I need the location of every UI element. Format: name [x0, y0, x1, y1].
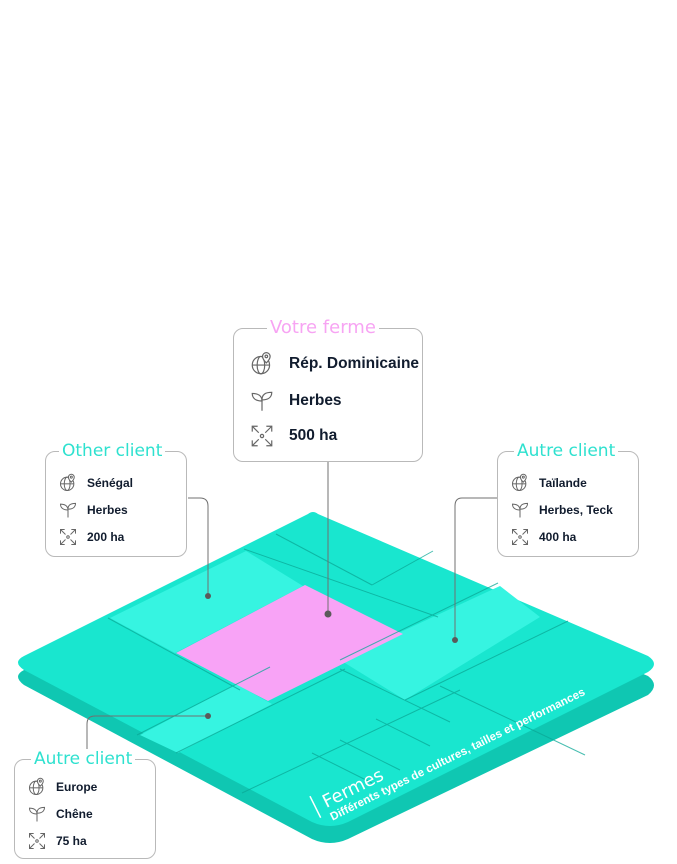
- expand-arrows-icon: [27, 831, 47, 851]
- card-area: 400 ha: [539, 530, 577, 544]
- field-bottom-left: [140, 684, 272, 753]
- card-location: Rép. Dominicaine: [289, 355, 420, 372]
- connectors: [86, 462, 497, 758]
- card-row-crop: Herbes: [58, 500, 128, 520]
- card-area: 200 ha: [87, 530, 125, 544]
- sprout-icon: [249, 388, 275, 414]
- card-row-area: 200 ha: [58, 527, 124, 547]
- expand-arrows-icon: [58, 527, 78, 547]
- card-other-client-right: Autre client Taïlande Herbes, Teck: [497, 441, 639, 557]
- card-row-crop: Herbes: [249, 388, 342, 414]
- card-location: Sénégal: [87, 476, 134, 490]
- card-row-area: 400 ha: [510, 527, 576, 547]
- field-your-farm: [176, 585, 403, 701]
- globe-pin-icon: [58, 473, 78, 493]
- card-other-client-bottom: Autre client Europe Chêne: [14, 749, 156, 859]
- connector-dots: [205, 593, 458, 719]
- card-other-client-left: Other client Sénégal Herbes: [45, 441, 187, 557]
- card-row-location: Europe: [27, 777, 97, 797]
- card-area: 75 ha: [56, 834, 87, 848]
- sprout-icon: [27, 804, 47, 824]
- card-row-location: Taïlande: [510, 473, 587, 493]
- sprout-icon: [58, 500, 78, 520]
- card-location: Europe: [56, 780, 98, 794]
- card-area: 500 ha: [289, 427, 338, 444]
- card-crop: Herbes: [289, 392, 342, 409]
- card-title: Autre client: [31, 749, 136, 769]
- card-row-crop: Herbes, Teck: [510, 500, 613, 520]
- card-title: Autre client: [514, 441, 619, 461]
- sprout-icon: [510, 500, 530, 520]
- card-crop: Herbes, Teck: [539, 503, 613, 517]
- card-title: Other client: [59, 441, 166, 461]
- card-location: Taïlande: [539, 476, 587, 490]
- globe-pin-icon: [27, 777, 47, 797]
- expand-arrows-icon: [249, 423, 275, 449]
- card-title: Votre ferme: [267, 318, 379, 338]
- card-your-farm: Votre ferme Rép. Dominicaine Herbes: [233, 318, 423, 462]
- field-right: [340, 586, 540, 700]
- card-crop: Herbes: [87, 503, 128, 517]
- card-row-area: 500 ha: [249, 423, 337, 449]
- globe-pin-icon: [510, 473, 530, 493]
- card-row-area: 75 ha: [27, 831, 87, 851]
- card-crop: Chêne: [56, 807, 93, 821]
- card-row-location: Sénégal: [58, 473, 133, 493]
- card-row-crop: Chêne: [27, 804, 93, 824]
- globe-pin-icon: [249, 351, 275, 377]
- label-bar: [309, 795, 322, 818]
- field-top-left: [110, 551, 303, 653]
- field-lines: [107, 533, 586, 794]
- card-row-location: Rép. Dominicaine: [249, 351, 419, 377]
- expand-arrows-icon: [510, 527, 530, 547]
